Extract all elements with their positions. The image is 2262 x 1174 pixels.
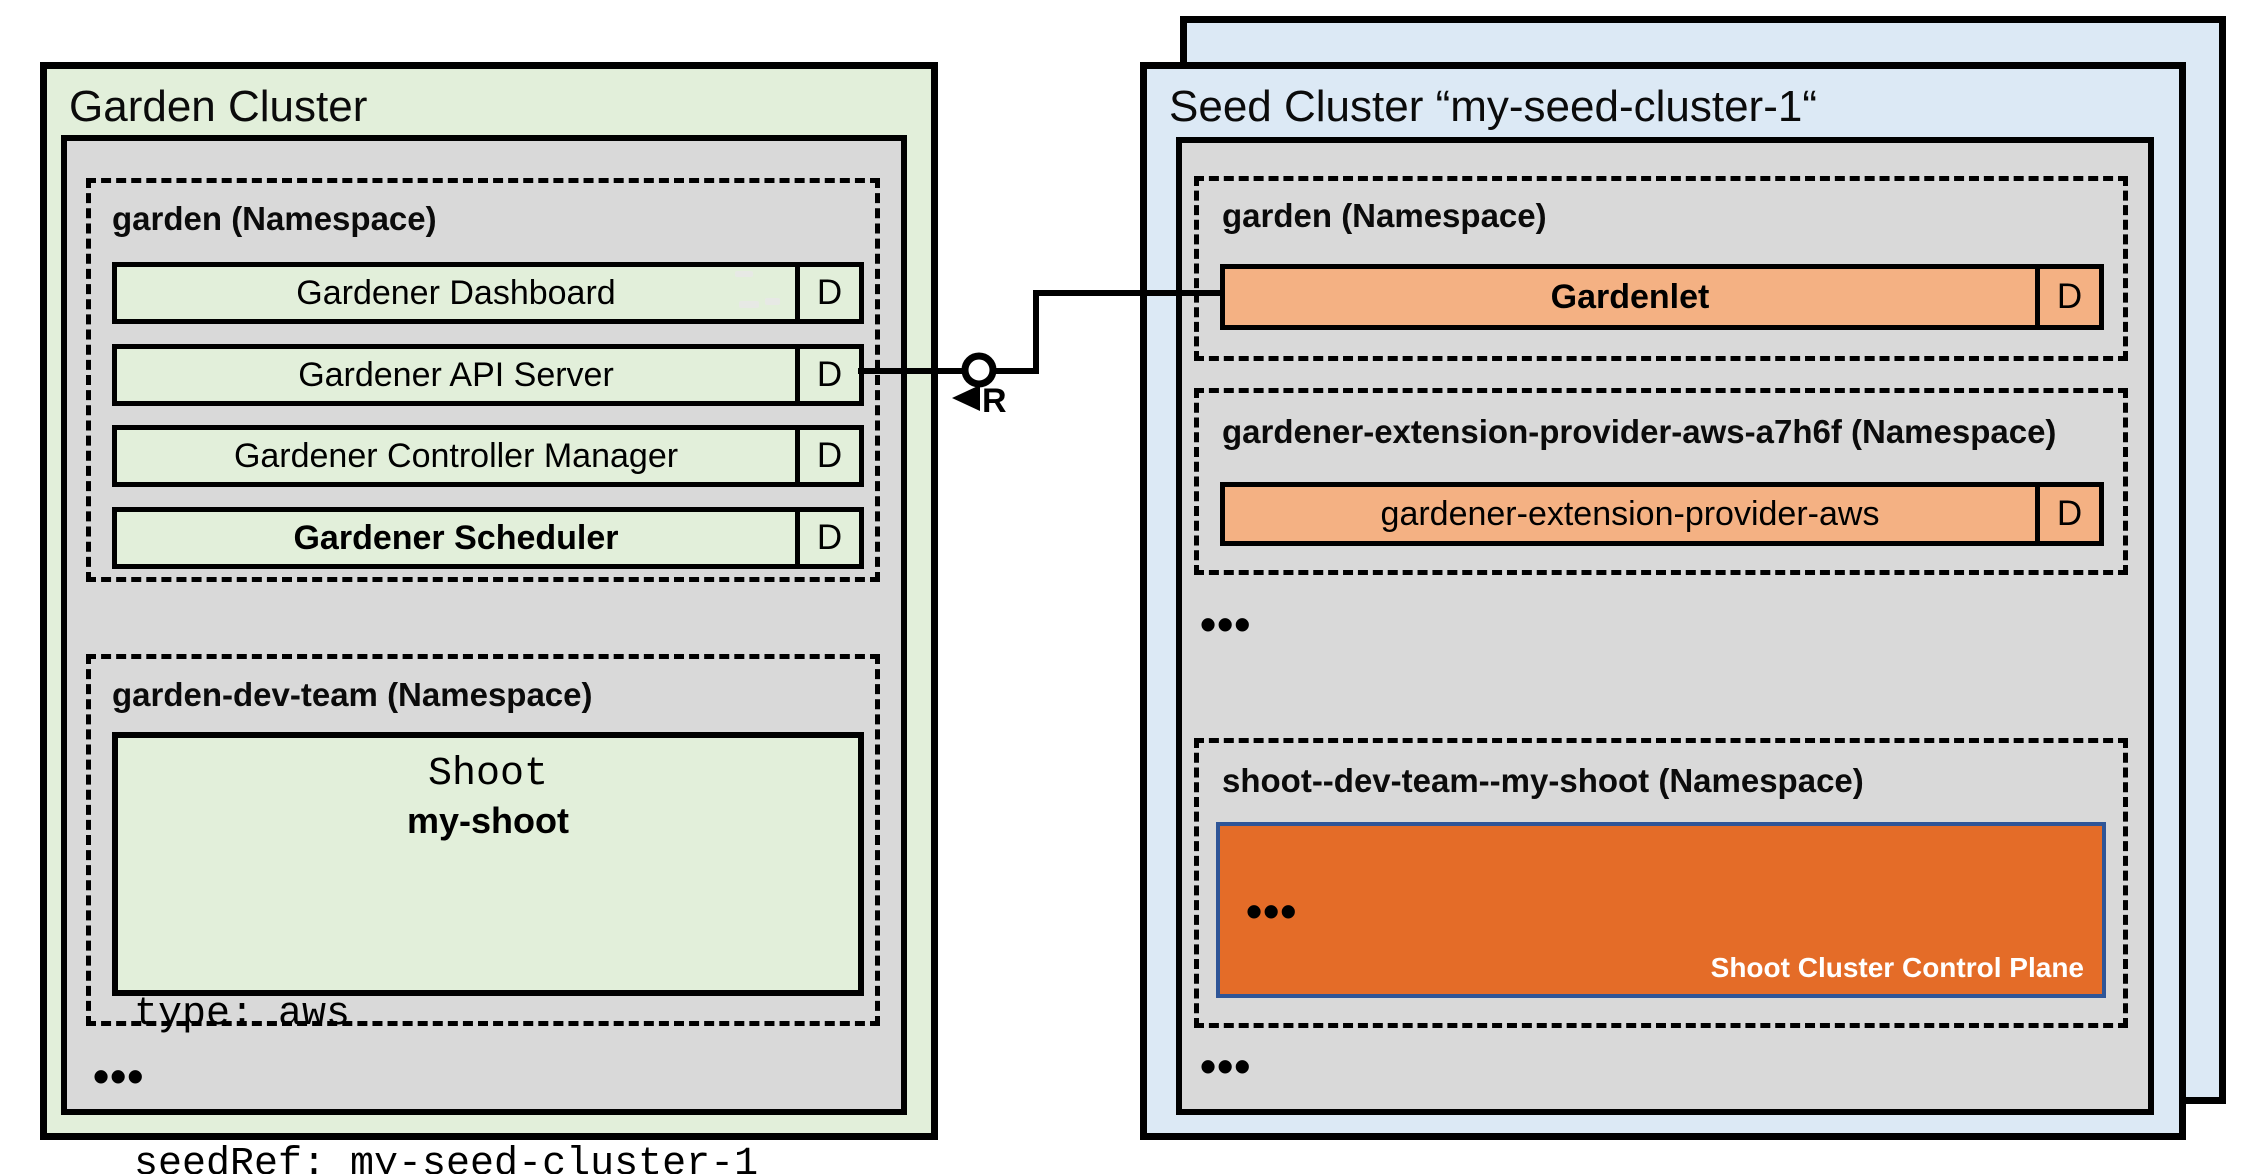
component-gardenlet: Gardenlet D <box>1220 264 2104 330</box>
shoot-name: my-shoot <box>407 800 569 841</box>
component-gardener-scheduler: Gardener Scheduler D <box>112 507 864 569</box>
request-label: R <box>982 382 1007 420</box>
component-label: Gardener Dashboard <box>296 273 616 312</box>
deployment-badge: D <box>2035 487 2099 541</box>
artifact-mark <box>735 271 753 277</box>
deployment-badge: D <box>2035 269 2099 325</box>
seed-cluster-title: Seed Cluster “my-seed-cluster-1“ <box>1169 82 1817 131</box>
garden-dev-team-namespace-label: garden-dev-team (Namespace) <box>112 676 593 713</box>
component-gardener-extension-provider-aws: gardener-extension-provider-aws D <box>1220 482 2104 546</box>
component-gardener-controller-manager: Gardener Controller Manager D <box>112 425 864 487</box>
more-shoot-namespaces-ellipsis: ••• <box>1200 1040 1252 1092</box>
artifact-mark <box>739 301 759 308</box>
garden-cluster-box: Garden Cluster garden (Namespace) Garden… <box>40 62 938 1174</box>
artifact-mark <box>765 298 780 305</box>
garden-namespace-box: garden (Namespace) Gardener Dashboard D … <box>86 178 880 582</box>
seed-cluster-inner-panel: garden (Namespace) Gardenlet D gardener-… <box>1176 137 2154 1115</box>
component-label: Gardener Scheduler <box>293 518 619 557</box>
component-label: Gardenlet <box>1550 277 1710 316</box>
garden-cluster-title: Garden Cluster <box>69 82 368 131</box>
extension-namespace-box: gardener-extension-provider-aws-a7h6f (N… <box>1194 388 2128 575</box>
control-plane-ellipsis: ••• <box>1246 885 1298 937</box>
deployment-badge: D <box>795 267 859 319</box>
garden-dev-team-namespace-box: garden-dev-team (Namespace) Shoot my-sho… <box>86 654 880 1174</box>
component-label: gardener-extension-provider-aws <box>1380 494 1880 533</box>
more-namespaces-ellipsis: ••• <box>93 1050 145 1102</box>
shoot-spec-seedref: seedRef: my-seed-cluster-1 <box>134 1142 759 1174</box>
extension-namespace-label: gardener-extension-provider-aws-a7h6f (N… <box>1222 413 2057 450</box>
interface-lollipop-icon <box>961 352 997 388</box>
component-label: Gardener Controller Manager <box>233 436 679 475</box>
component-label: Gardener API Server <box>298 355 614 394</box>
component-gardener-api-server: Gardener API Server D <box>112 344 864 406</box>
shoot-kind: Shoot <box>427 752 549 797</box>
seed-cluster-box: Seed Cluster “my-seed-cluster-1“ garden … <box>1140 62 2186 1140</box>
shoot-namespace-label: shoot--dev-team--my-shoot (Namespace) <box>1222 762 1864 799</box>
shoot-spec: type: aws seedRef: my-seed-cluster-1 <box>134 890 758 1174</box>
shoot-spec-type: type: aws <box>134 992 351 1037</box>
seed-garden-namespace-box: garden (Namespace) Gardenlet D <box>1194 176 2128 361</box>
deployment-badge: D <box>795 512 859 564</box>
garden-namespace-label: garden (Namespace) <box>112 200 437 237</box>
shoot-namespace-box: shoot--dev-team--my-shoot (Namespace) ••… <box>1194 738 2128 1028</box>
shoot-resource-box: Shoot my-shoot type: aws seedRef: my-see… <box>112 732 864 1174</box>
seed-garden-namespace-label: garden (Namespace) <box>1222 197 1547 234</box>
control-plane-label: Shoot Cluster Control Plane <box>1710 952 2084 983</box>
shoot-cluster-control-plane-box: ••• Shoot Cluster Control Plane <box>1216 822 2106 998</box>
request-direction-arrow-icon <box>952 385 980 411</box>
more-extension-namespaces-ellipsis: ••• <box>1200 598 1252 650</box>
deployment-badge: D <box>795 349 859 401</box>
garden-cluster-inner-panel: garden (Namespace) Gardener Dashboard D … <box>61 135 907 1174</box>
deployment-badge: D <box>795 430 859 482</box>
